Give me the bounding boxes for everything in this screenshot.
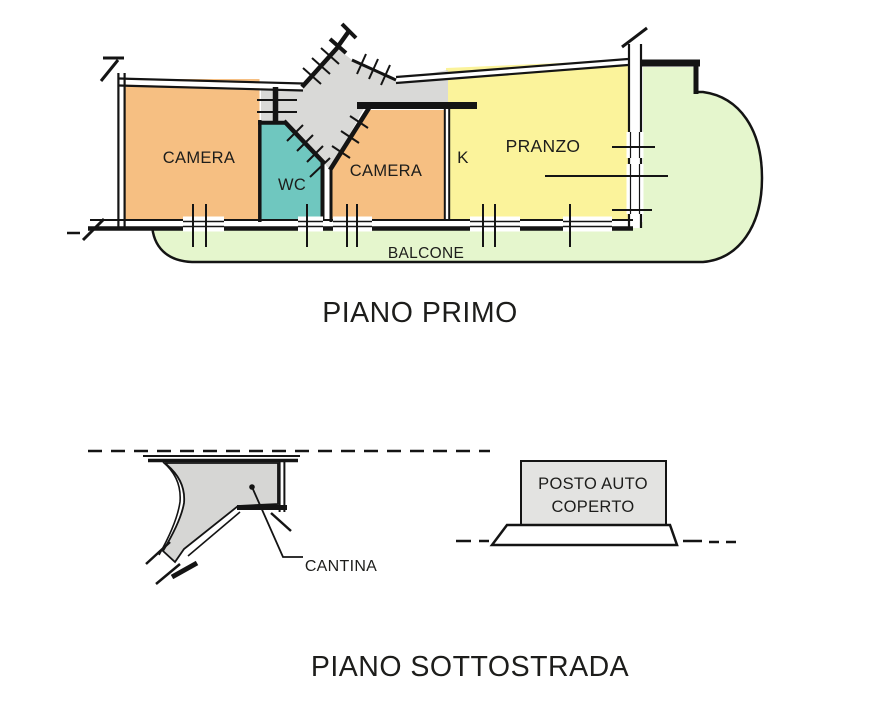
dining-wall-windows <box>545 132 668 214</box>
carport-dashes <box>456 539 736 544</box>
interior-walls <box>258 87 477 222</box>
carport-label-line2: COPERTO <box>551 498 634 516</box>
dining-label: PRANZO <box>506 136 581 156</box>
cellar-leader-line <box>251 486 303 558</box>
balcony-outline <box>150 90 764 264</box>
cellar-label: CANTINA <box>305 558 377 575</box>
carport-area <box>520 460 667 526</box>
carport-base <box>489 523 679 547</box>
bedroom-left-label: CAMERA <box>163 149 235 167</box>
cellar-shape <box>143 455 303 585</box>
kitchen-label: K <box>457 148 469 167</box>
carport-label-line1: POSTO AUTO <box>538 475 648 493</box>
wc-label: WC <box>278 176 306 194</box>
bedroom-right-area <box>332 110 444 221</box>
bedroom-left-area <box>124 79 260 222</box>
cellar-leader-dot <box>249 484 255 490</box>
carport-shape <box>456 460 736 547</box>
first-floor-plan: CAMERA WC CAMERA K PRANZO BALCONE <box>67 22 764 264</box>
balcony-label: BALCONE <box>388 245 464 262</box>
kitchen-dining-area <box>446 60 629 222</box>
first-floor-title: PIANO PRIMO <box>322 297 518 329</box>
basement-plan: CANTINA POSTO AUTO COPERTO <box>88 449 736 585</box>
door-hatch-marks <box>257 47 391 178</box>
basement-title: PIANO SOTTOSTRADA <box>311 651 629 683</box>
bedroom-right-label: CAMERA <box>350 162 422 180</box>
bottom-wall-windows <box>183 204 612 247</box>
cellar-area <box>161 462 279 564</box>
